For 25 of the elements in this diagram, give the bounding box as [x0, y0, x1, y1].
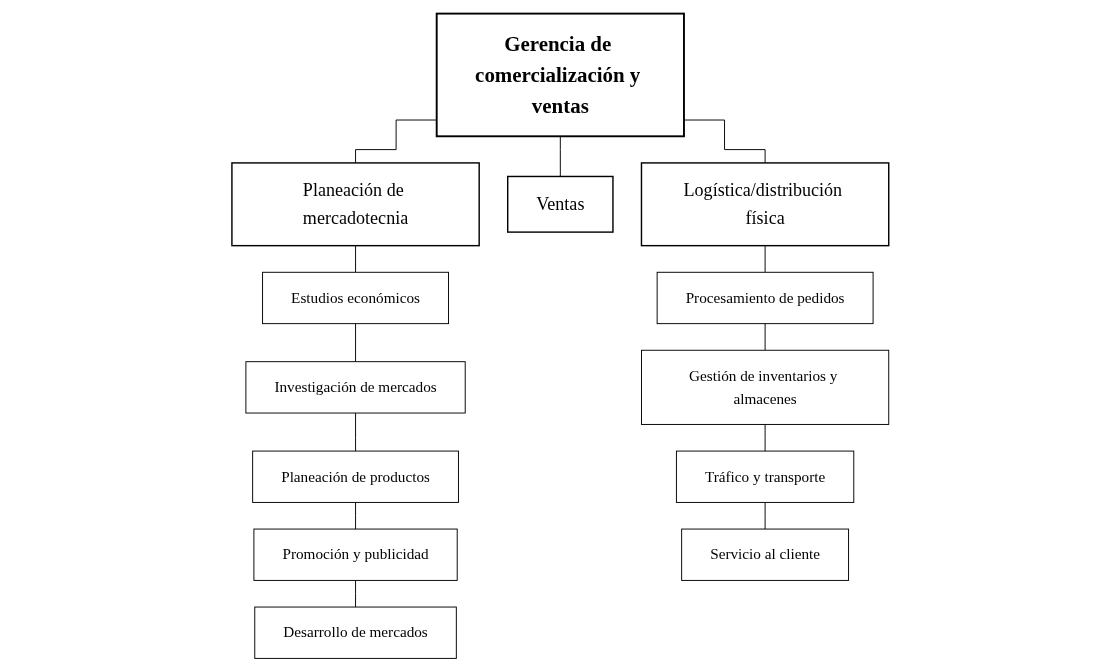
connector [559, 135, 561, 177]
node-box: Planeación de mercadotecnia [230, 162, 480, 247]
node-box: Ventas [506, 175, 614, 233]
node-box: Tráfico y transporte [675, 450, 854, 503]
connector [683, 119, 766, 164]
node-box: Investigación de mercados [245, 361, 466, 414]
node-box: Gerencia de comercialización y ventas [435, 12, 685, 138]
node-box: Logística/distribución física [640, 162, 890, 247]
node-box: Procesamiento de pedidos [656, 271, 874, 325]
node-box: Planeación de productos [251, 450, 459, 503]
node-box: Estudios económicos [261, 271, 449, 325]
connector [354, 323, 356, 363]
connector [354, 412, 356, 452]
connector [764, 323, 766, 351]
node-box: Servicio al cliente [680, 528, 849, 581]
node-box: Promoción y publicidad [253, 528, 458, 581]
connector [354, 119, 437, 164]
connector [354, 245, 356, 273]
node-box: Desarrollo de mercados [253, 606, 457, 659]
connector [354, 501, 356, 530]
node-box: Gestión de inventarios y almacenes [640, 349, 889, 425]
connector [764, 245, 766, 273]
connector [764, 501, 766, 530]
connector [764, 423, 766, 452]
connector [354, 579, 356, 608]
